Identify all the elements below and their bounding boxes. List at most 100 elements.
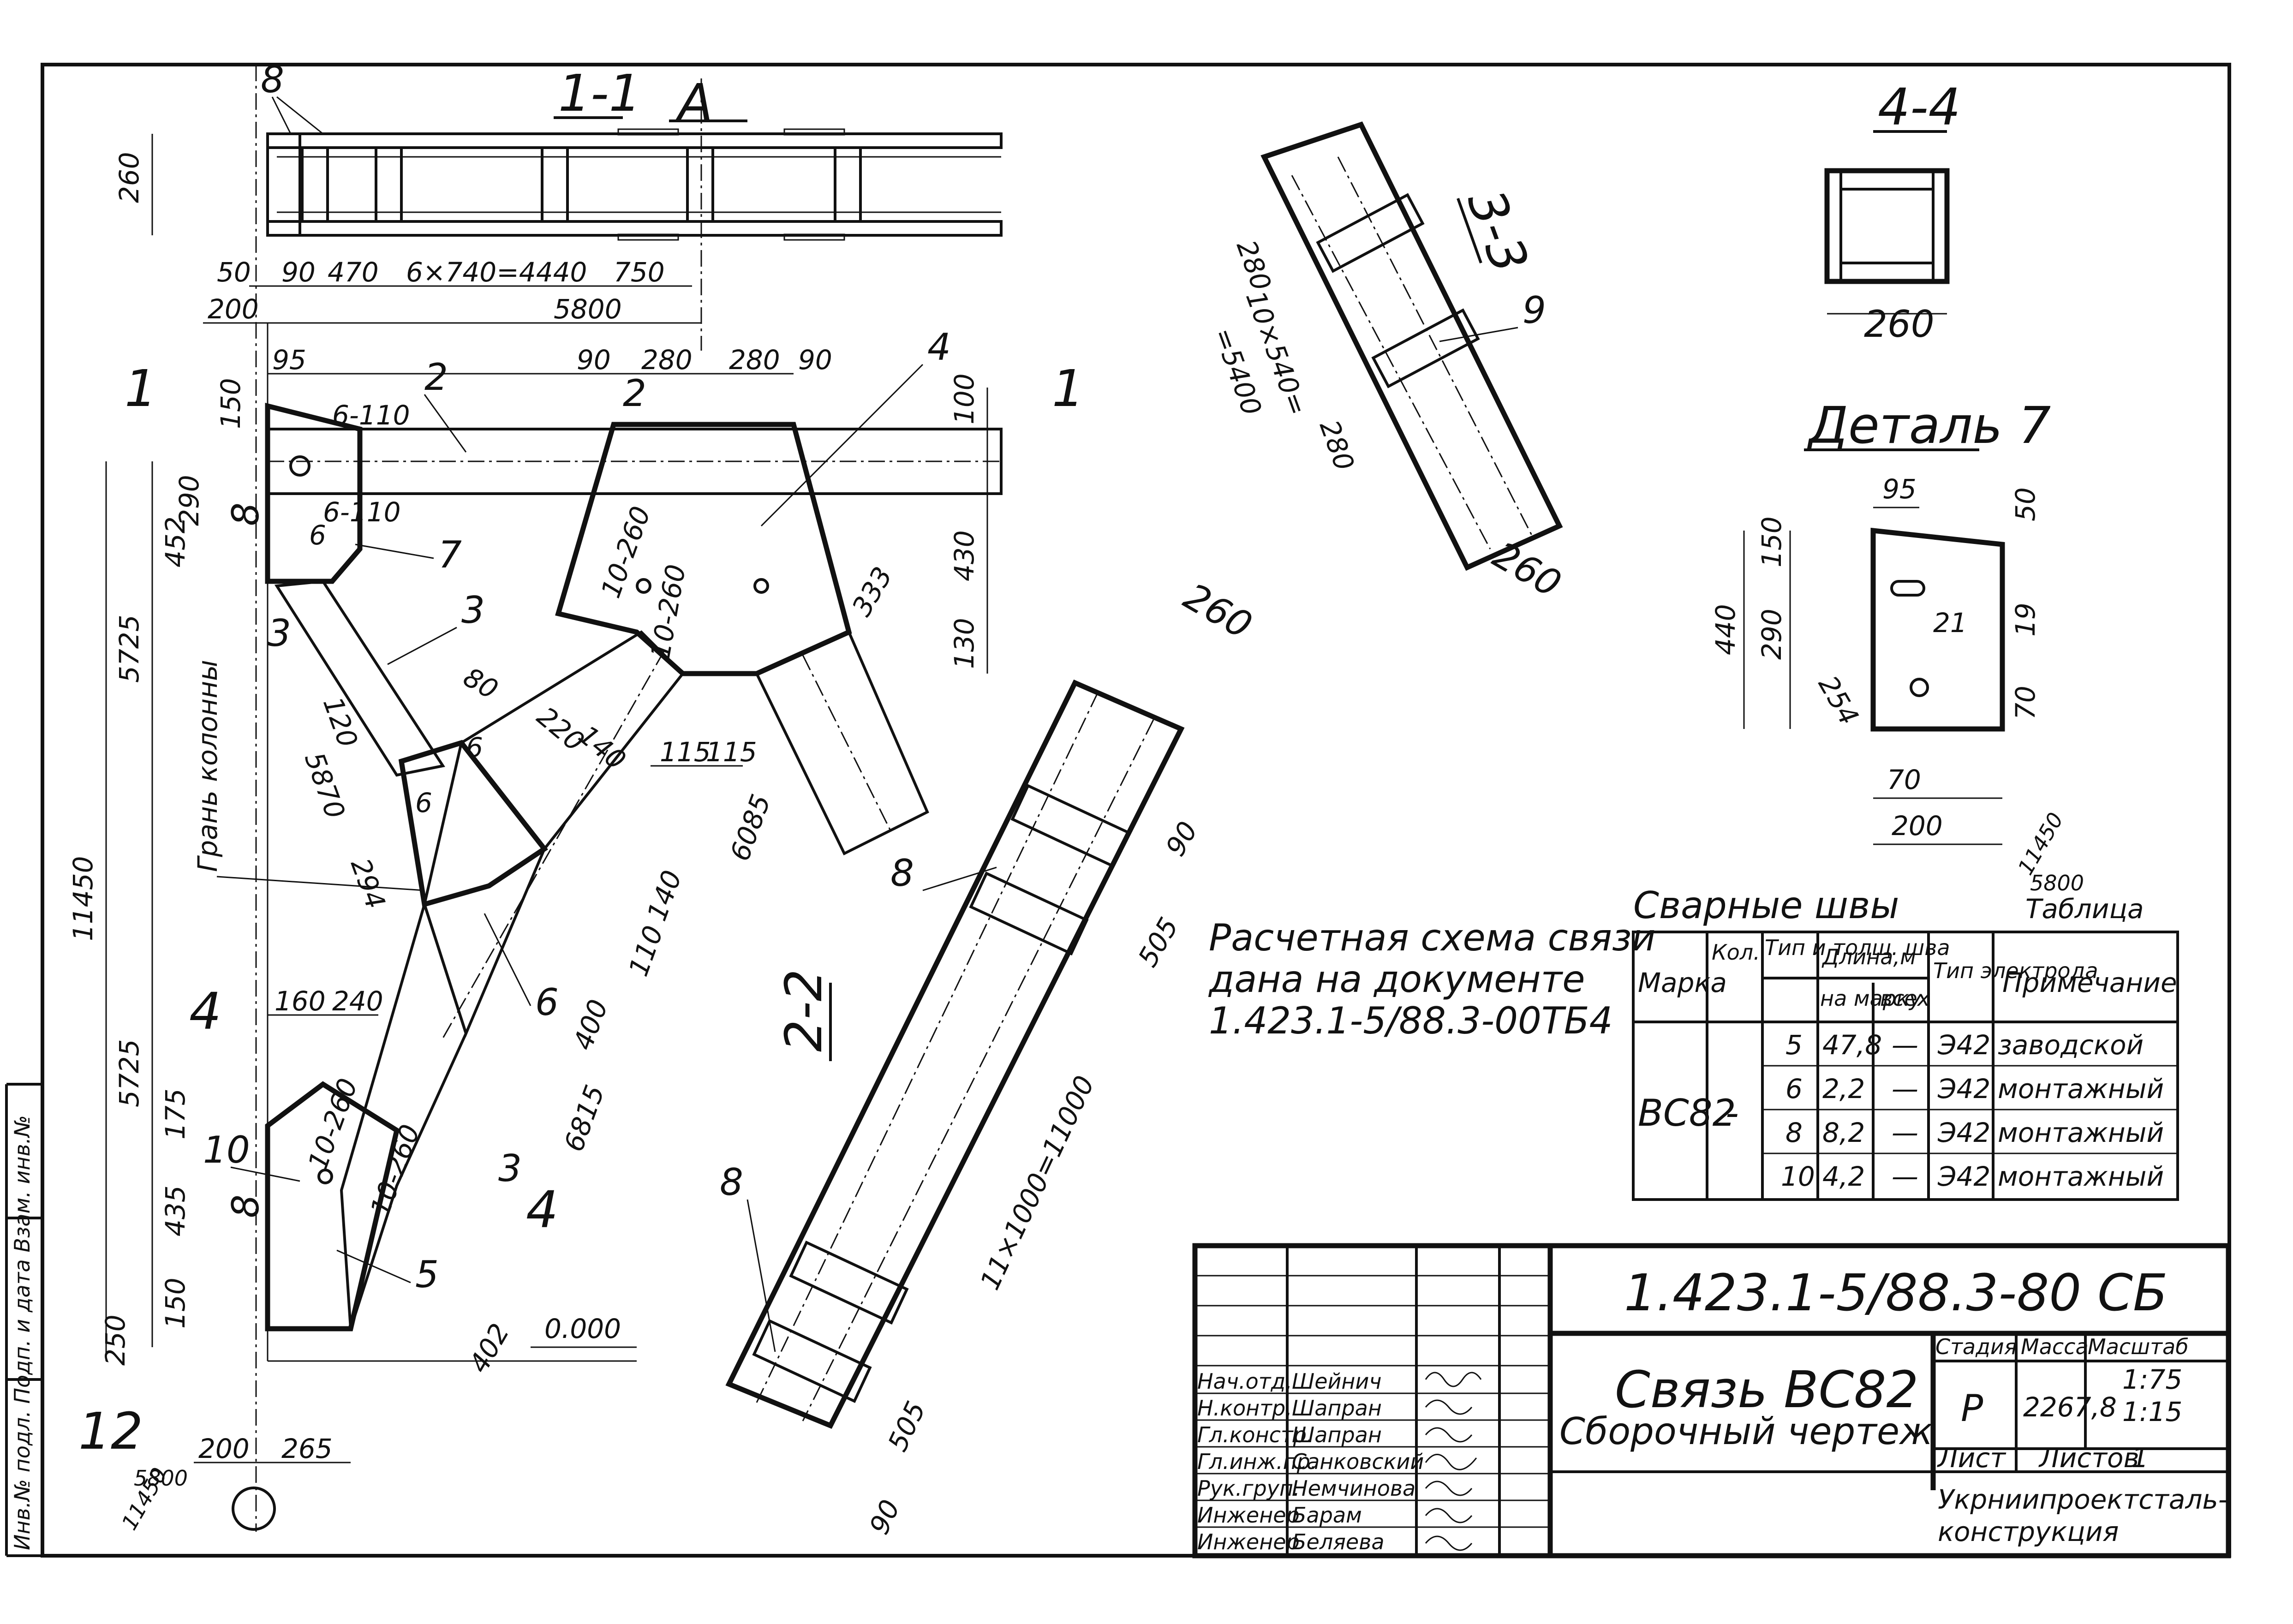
dim-470: 470: [328, 257, 379, 288]
corner-dim-5800: 5800: [134, 1466, 188, 1491]
dim-95: 95: [272, 344, 306, 376]
signatures: [1425, 1372, 1482, 1551]
detail-dim-200: 200: [1892, 810, 1943, 842]
weld-6-c: 6: [415, 787, 432, 818]
weld-row-total: —: [1892, 1161, 1918, 1192]
staff-role: Гл.констр.: [1197, 1422, 1314, 1447]
weld-row-per-mark: 47,8: [1822, 1029, 1882, 1061]
dim-90: 90: [281, 257, 316, 288]
col-header-electrode: Тип электрода: [1933, 958, 2098, 983]
section-4-4-view: 4-4 260: [1824, 78, 1961, 346]
staff-row: Гл.инж.пр. Санковский: [1197, 1449, 1424, 1474]
level-0000: 0.000: [544, 1313, 621, 1344]
weld-row-electrode: Э42: [1937, 1117, 1990, 1148]
note-line-1: Расчетная схема связи: [1209, 916, 1655, 959]
org-line-2: конструкция: [1938, 1516, 2119, 1547]
weld-row: 10 4,2 — Э42 монтажный: [1781, 1161, 2164, 1192]
dim-100: 100: [949, 373, 980, 424]
dim-200-top: 200: [208, 293, 259, 325]
detail-dim-19: 19: [2010, 603, 2041, 637]
dim-435: 435: [160, 1185, 191, 1236]
drawing-subtitle: Сборочный чертеж: [1559, 1410, 1933, 1453]
mark-3: 3: [461, 589, 485, 632]
weld-table: Сварные швы Таблица Марка Кол. Тип и тол…: [1632, 884, 2179, 1201]
weld-row-note: монтажный: [1998, 1161, 2164, 1192]
weld-row: 5 47,8 — Э42 заводской: [1785, 1029, 2144, 1061]
weld-row-total: —: [1892, 1117, 1918, 1148]
dim-130: 130: [949, 618, 980, 669]
staff-role: Инженер: [1197, 1503, 1300, 1528]
weld-6-110-lower: 6-110: [323, 496, 401, 528]
dim-110: 110: [622, 921, 669, 980]
weld-row-type: 8: [1785, 1117, 1803, 1148]
doc-code: 1.423.1-5/88.3-80 СБ: [1624, 1263, 2168, 1322]
weld-10-260-b: 10-260: [645, 562, 692, 661]
mass-value: 2267,8: [2023, 1391, 2117, 1423]
weld-table-qty-value: -: [1726, 1092, 1739, 1134]
mark-8-section-2-2-upper: 8: [890, 852, 914, 895]
staff-name: Барам: [1292, 1503, 1362, 1528]
staff-name: Шейнич: [1292, 1369, 1382, 1394]
weld-6-b: 6: [466, 732, 483, 763]
mark-4: 4: [927, 326, 951, 369]
sheets-value: 1: [2132, 1442, 2149, 1474]
staff-row: Рук.груп. Немчинова: [1197, 1476, 1415, 1501]
title-block: 1.423.1-5/88.3-80 СБ Связь ВС82 Сборочны…: [1192, 1243, 2231, 1558]
dim-400: 400: [567, 995, 614, 1054]
section-1-1-label: 1-1: [558, 64, 641, 123]
detail-7-view: Деталь 7 95 50 440 150 290 254 21 19 70 …: [1710, 396, 2084, 896]
weld-row-per-mark: 4,2: [1822, 1161, 1865, 1192]
section-mark-3-upper: 3: [268, 612, 291, 655]
scale-value-1: 1:75: [2122, 1364, 2182, 1395]
dim-6815: 6815: [558, 1081, 610, 1156]
dim-260-44: 260: [1864, 303, 1935, 346]
dim-280-b: 280: [729, 344, 780, 376]
dim-430: 430: [949, 530, 980, 581]
section-2-2-label: 2-2: [774, 969, 833, 1052]
dim-115-b: 115: [706, 736, 757, 768]
weld-row-note: монтажный: [1998, 1073, 2164, 1105]
section-mark-1-left: 1: [125, 359, 157, 418]
dim-90-b: 90: [577, 344, 611, 376]
sheet-frame: Инв.№ подл. Подп. и дата Взам. инв.№: [5, 63, 2231, 1558]
dim-5800: 5800: [554, 293, 622, 325]
mark-6: 6: [535, 981, 559, 1024]
dim-50: 50: [217, 257, 251, 288]
weld-10-260-c: 10-260: [302, 1074, 364, 1174]
staff-role: Гл.инж.пр.: [1197, 1449, 1317, 1474]
section-4-4-label: 4-4: [1878, 78, 1961, 137]
weld-row-electrode: Э42: [1937, 1073, 1990, 1105]
dim-505-upper: 505: [1132, 912, 1184, 972]
weld-row-type: 10: [1781, 1161, 1815, 1192]
dim-175: 175: [160, 1088, 191, 1140]
col-header-note: Примечание: [2002, 967, 2177, 998]
col-header-qty: Кол.: [1712, 940, 1760, 965]
dim-452: 452: [160, 516, 191, 567]
weld-table-mark-value: ВС82: [1638, 1092, 1736, 1134]
staff-row: Инженер Беляева: [1197, 1529, 1385, 1554]
mark-2: 2: [424, 356, 448, 399]
staff-role: Н.контр.: [1197, 1396, 1292, 1421]
col-header-per-mark: на марку: [1820, 986, 1922, 1011]
mass-label: Масса: [2021, 1334, 2089, 1359]
staff-name: Немчинова: [1292, 1476, 1415, 1501]
dim-505-lower: 505: [882, 1397, 932, 1456]
mark-8-section-2-2-lower: 8: [720, 1161, 743, 1204]
col-header-mark: Марка: [1638, 967, 1727, 998]
dim-5870: 5870: [299, 748, 351, 823]
staff-name: Санковский: [1292, 1449, 1424, 1474]
detail-dim-70-b: 70: [1887, 764, 1921, 795]
weld-table-caption: Сварные швы: [1633, 884, 1899, 927]
detail-dim-254: 254: [1812, 670, 1865, 730]
weld-row: 6 2,2 — Э42 монтажный: [1785, 1073, 2164, 1105]
col-header-total: всех: [1880, 986, 1930, 1011]
dim-140-b: 140: [641, 866, 688, 925]
staff-role: Рук.груп.: [1197, 1476, 1300, 1501]
sheet-label: Лист: [1937, 1442, 2006, 1474]
dim-333: 333: [846, 561, 898, 621]
col-header-type: Тип и толщ. шва: [1765, 935, 1950, 960]
corner-dim-11450: 11450: [117, 1463, 172, 1534]
dim-150-top: 150: [215, 378, 246, 429]
weld-row-total: —: [1892, 1029, 1918, 1061]
org-line-1: Укрниипроектсталь-: [1938, 1484, 2228, 1515]
